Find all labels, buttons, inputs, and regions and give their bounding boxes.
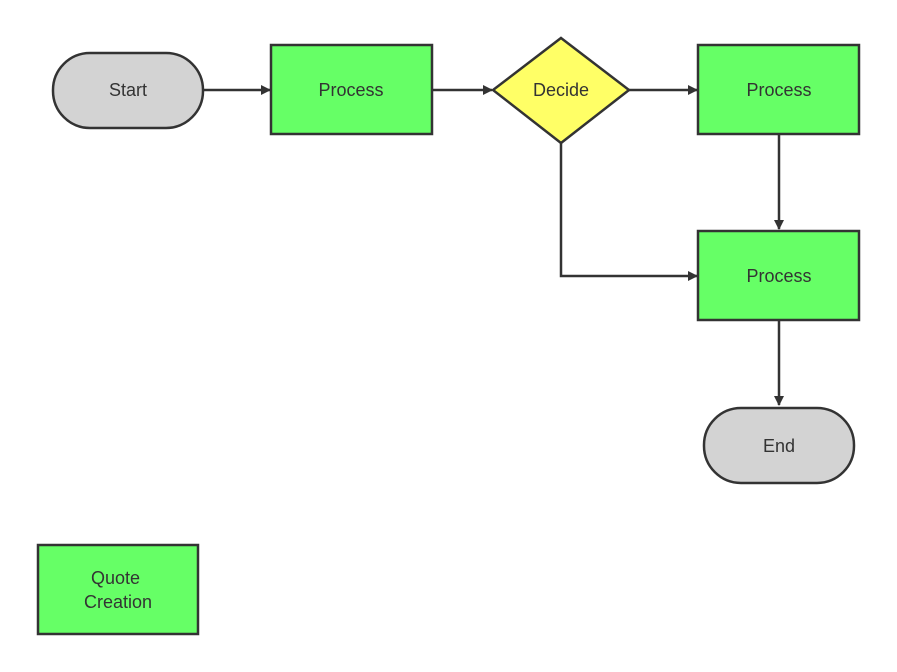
edge-decide-to-process-3	[559, 143, 698, 281]
quote-creation-shape	[36, 543, 200, 636]
node-process-3[interactable]: Process	[696, 229, 861, 322]
quote-creation-label: Quote Creation	[84, 568, 152, 612]
quote-creation-label-line-2: Creation	[84, 592, 152, 612]
end-terminal-shape	[702, 406, 856, 485]
process-1-label: Process	[318, 80, 383, 100]
node-quote-creation[interactable]: Quote Creation	[36, 543, 200, 636]
edges-layer	[203, 85, 784, 406]
process-3-label: Process	[746, 266, 811, 286]
process-2-shape	[696, 43, 861, 136]
node-process-2[interactable]: Process	[696, 43, 861, 136]
start-label: Start	[109, 80, 147, 100]
quote-creation-label-line-1: Quote	[91, 568, 140, 588]
node-decide[interactable]: Decide	[490, 36, 632, 145]
decide-diamond-shape	[490, 36, 632, 145]
end-label: End	[763, 436, 795, 456]
node-process-1[interactable]: Process	[269, 43, 434, 136]
start-terminal-shape	[51, 51, 205, 130]
process-1-shape	[269, 43, 434, 136]
process-3-shape	[696, 229, 861, 322]
node-start[interactable]: Start	[51, 51, 205, 130]
node-end[interactable]: End	[702, 406, 856, 485]
decide-label: Decide	[533, 80, 589, 100]
process-2-label: Process	[746, 80, 811, 100]
